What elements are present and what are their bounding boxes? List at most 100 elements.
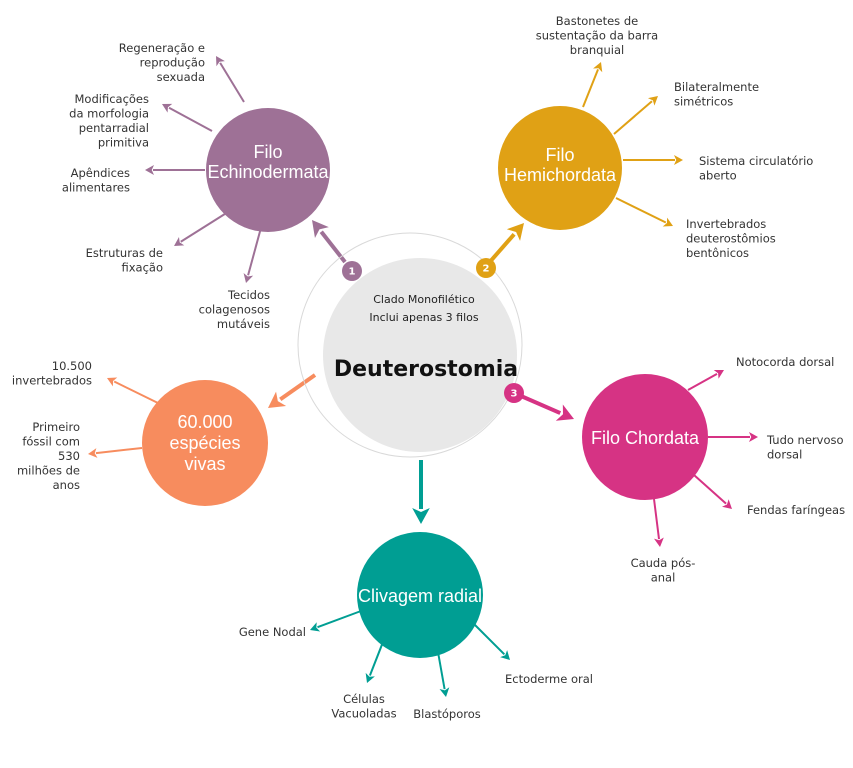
feature-connector-hemichordata-2-arrowhead-icon <box>674 155 683 165</box>
feature-label-line: Vacuoladas <box>331 707 396 721</box>
feature-connector-echinodermata-3-shaft <box>180 211 229 243</box>
feature-connector-chordata-3-arrowhead-icon <box>653 537 664 547</box>
feature-label-line: primitiva <box>98 136 149 150</box>
feature-label-chordata: Cauda pós-anal <box>631 556 696 585</box>
feature-connector-hemichordata-3-shaft <box>615 197 667 224</box>
badge-number: 2 <box>483 264 490 275</box>
feature-label-line: Cauda pós- <box>631 556 696 570</box>
feature-connector-clivagem-0 <box>310 610 362 632</box>
center-subtitle-line-1: Clado Monofilético <box>373 293 475 306</box>
feature-connector-clivagem-0-arrowhead-icon <box>310 622 321 632</box>
feature-connector-especies-0-shaft <box>113 380 161 405</box>
feature-connector-clivagem-1 <box>365 641 384 683</box>
feature-connector-clivagem-3 <box>474 624 510 660</box>
feature-connector-hemichordata-0 <box>582 62 603 108</box>
badge-circle <box>504 383 524 403</box>
feature-connector-echinodermata-1-shaft <box>168 106 213 132</box>
center-circle[interactable] <box>323 258 517 452</box>
feature-connector-chordata-1-arrowhead-icon <box>749 432 758 442</box>
center-title: Deuterostomia <box>334 357 518 382</box>
feature-label-line: milhões de <box>17 464 80 478</box>
feature-label-line: Regeneração e <box>119 41 205 55</box>
feature-label-line: Estruturas de <box>86 246 163 260</box>
feature-label-line: 530 <box>58 449 80 463</box>
main-connector-hemichordata-arrowhead-icon <box>506 223 524 241</box>
main-connector-chordata-shaft <box>520 394 562 415</box>
feature-label-line: Células <box>343 692 385 706</box>
outer-ring <box>297 232 523 458</box>
node-title-chordata: Filo Chordata <box>591 428 700 448</box>
feature-label-line: simétricos <box>674 95 733 109</box>
feature-label-line: Bastonetes de <box>556 14 638 28</box>
node-circle-clivagem[interactable] <box>357 532 483 658</box>
feature-connector-echinodermata-2 <box>145 165 205 175</box>
feature-connector-hemichordata-1-arrowhead-icon <box>647 96 658 106</box>
main-connector-especies-shaft <box>279 373 317 402</box>
main-connector-especies <box>268 373 317 408</box>
feature-connector-especies-1-shaft <box>95 447 143 455</box>
badge-circle <box>476 258 496 278</box>
badge-hemichordata: 2 <box>476 258 496 278</box>
badge-circle <box>342 261 362 281</box>
feature-connector-chordata-3 <box>653 498 664 547</box>
feature-connector-clivagem-3-arrowhead-icon <box>500 650 510 660</box>
feature-label-line: Sistema circulatório <box>699 154 813 168</box>
node-title-hemichordata: Hemichordata <box>504 165 617 185</box>
feature-connector-chordata-0-shaft <box>687 373 718 391</box>
center-group: Clado Monofilético Inclui apenas 3 filos… <box>297 232 523 458</box>
badge-number: 1 <box>349 267 356 278</box>
main-connector-clivagem-arrowhead-icon <box>412 508 430 524</box>
feature-connector-hemichordata-1 <box>613 96 658 135</box>
feature-label-line: Bilateralmente <box>674 80 759 94</box>
node-title-echinodermata: Echinodermata <box>207 162 329 182</box>
feature-label-line: Notocorda dorsal <box>736 355 834 369</box>
feature-connector-chordata-0-arrowhead-icon <box>713 370 724 379</box>
node-circle-echinodermata[interactable] <box>206 108 330 232</box>
feature-label-line: aberto <box>699 169 737 183</box>
node-circle-hemichordata[interactable] <box>498 106 622 230</box>
node-title-hemichordata: Filo <box>545 145 574 165</box>
center-subtitle-line-2: Inclui apenas 3 filos <box>369 311 478 324</box>
feature-connector-hemichordata-1-shaft <box>613 100 653 135</box>
feature-label-line: deuterostômios <box>686 232 776 246</box>
node-circle-especies[interactable] <box>142 380 268 506</box>
feature-connector-clivagem-1-shaft <box>368 641 384 676</box>
node-title-clivagem: Clivagem radial <box>358 586 482 606</box>
feature-connector-echinodermata-1 <box>162 103 213 132</box>
badge-echinodermata: 1 <box>342 261 362 281</box>
badge-chordata: 3 <box>504 383 524 403</box>
feature-connector-especies-0 <box>107 377 161 405</box>
main-connector-especies-arrowhead-icon <box>268 391 287 408</box>
feature-connector-echinodermata-1-arrowhead-icon <box>162 103 173 113</box>
feature-connector-chordata-2-arrowhead-icon <box>721 499 732 509</box>
feature-label-line: colagenosos <box>199 303 270 317</box>
feature-connector-hemichordata-0-arrowhead-icon <box>593 62 603 73</box>
node-title-especies: espécies <box>169 433 240 453</box>
feature-label-line: anal <box>651 571 676 585</box>
feature-connector-chordata-2-shaft <box>693 474 727 505</box>
feature-label-line: Gene Nodal <box>239 625 306 639</box>
feature-label-line: branquial <box>570 43 624 57</box>
feature-label-line: alimentares <box>62 181 130 195</box>
feature-connector-especies-0-arrowhead-icon <box>107 377 118 387</box>
feature-connector-echinodermata-4 <box>243 223 263 283</box>
main-connector-echinodermata-shaft <box>319 230 347 264</box>
feature-label-line: mutáveis <box>217 317 270 331</box>
feature-label-line: dorsal <box>767 448 802 462</box>
node-circle-chordata[interactable] <box>582 374 708 500</box>
